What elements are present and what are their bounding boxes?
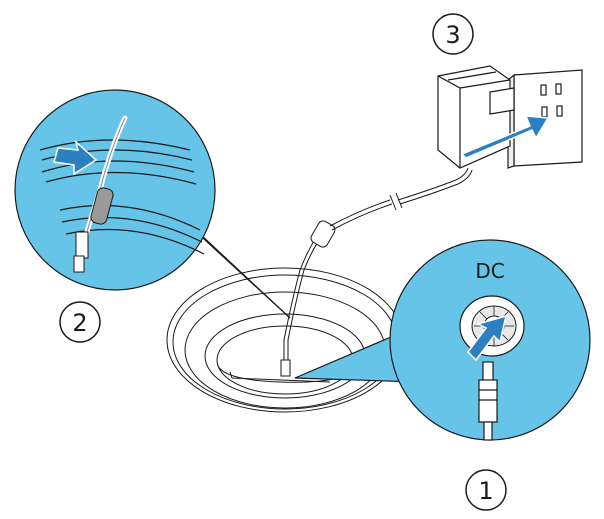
step-1-number: 1 (478, 477, 493, 505)
step-2-marker: 2 (60, 302, 100, 342)
step-2-number: 2 (72, 309, 87, 337)
step-3-number: 3 (445, 21, 460, 49)
dc-port-label: DC (475, 259, 504, 283)
charging-base-icon (167, 268, 403, 412)
step-3-marker: 3 (433, 14, 473, 54)
zoom-callout-cable-routing (15, 90, 290, 318)
step-1-marker: 1 (466, 470, 506, 510)
